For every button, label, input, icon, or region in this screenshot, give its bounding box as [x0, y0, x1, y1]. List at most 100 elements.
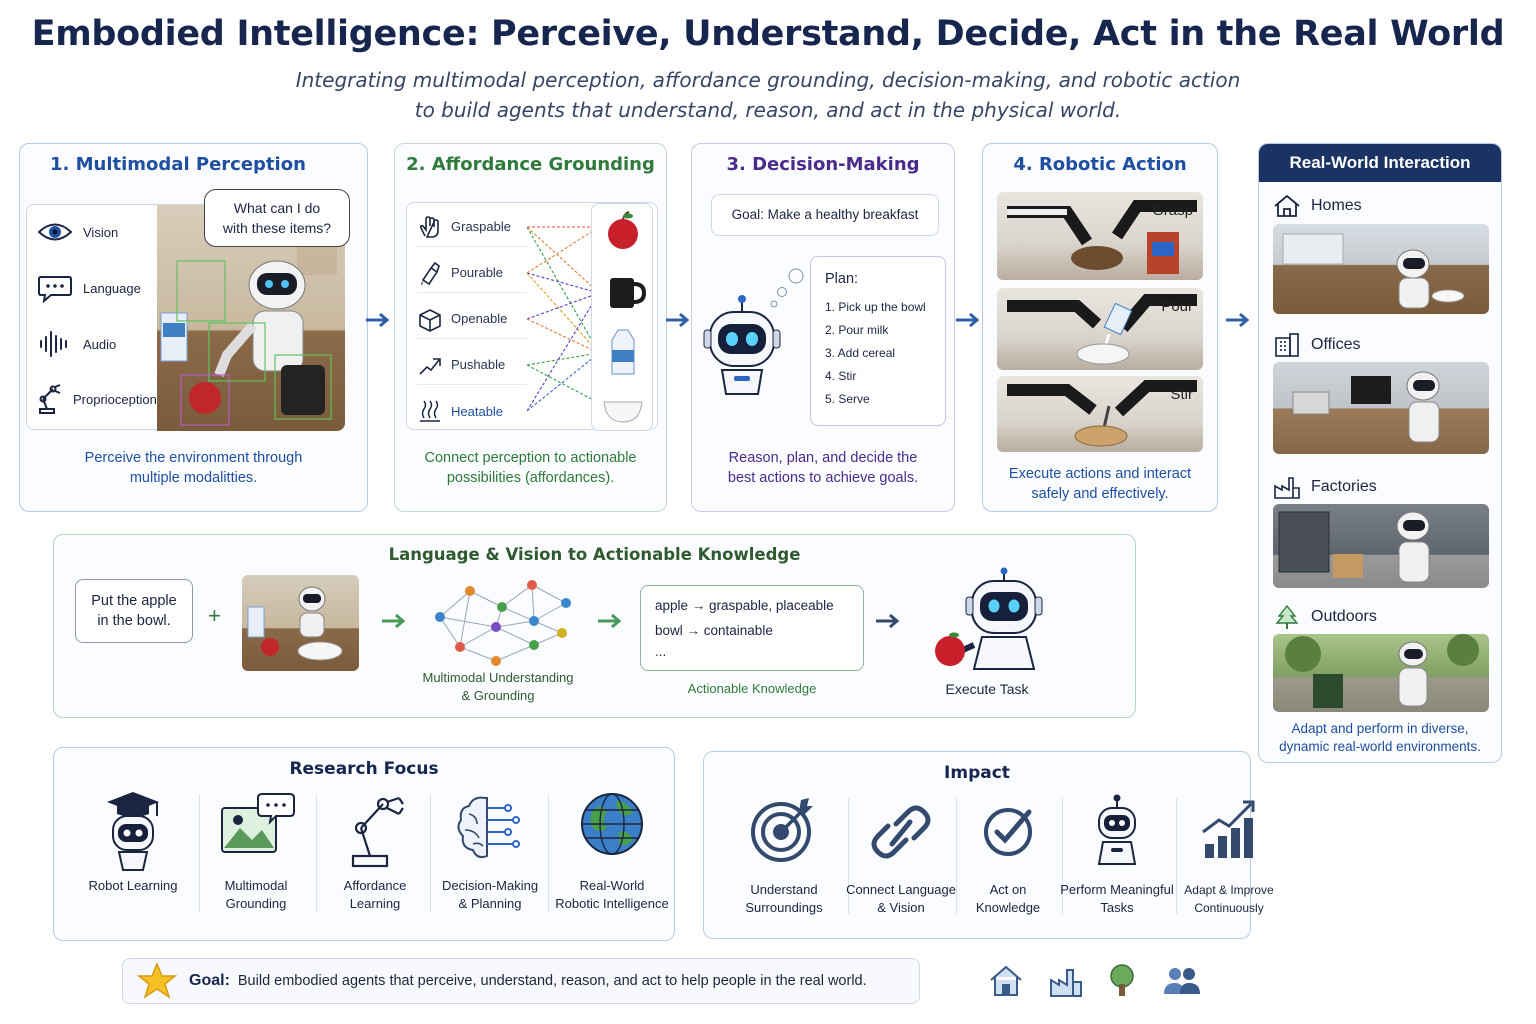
affordance-graspable: Graspable: [417, 207, 527, 247]
fact-line: apple → graspable, placeable: [655, 598, 834, 613]
people-icon: [1164, 968, 1200, 994]
green-flow-arrow: [598, 613, 622, 629]
modality-label: Language: [83, 280, 141, 296]
affordance-heatable: Heatable: [417, 391, 527, 431]
plan-step: 3. Add cereal: [825, 346, 896, 360]
apple-icon: [608, 211, 638, 249]
goal-label: Goal:: [189, 972, 230, 989]
robot-arm-grasp-illustration: [1007, 200, 1197, 274]
divider: [199, 794, 200, 912]
affordance-card: Graspable Pourable Openable Pushable Hea…: [406, 202, 658, 431]
goal-text: Build embodied agents that perceive, und…: [237, 973, 867, 989]
flow-arrow: [1226, 312, 1250, 328]
robot-icon: [1097, 794, 1137, 865]
star-icon: [137, 962, 177, 999]
action-step-label: Pour: [1161, 298, 1193, 315]
object-illustrations: [603, 211, 647, 423]
action-step-label: Grasp: [1152, 202, 1193, 219]
factory-icon: [1050, 969, 1082, 997]
research-item-decision-making: Decision-Making & Planning: [434, 788, 546, 913]
robot-arm-pour-illustration: [1007, 294, 1197, 365]
plus-sign: +: [208, 603, 221, 628]
growth-chart-icon: [1202, 800, 1255, 858]
impact-item-perform: Perform Meaningful Tasks: [1060, 792, 1174, 917]
instruction-scene-photo: [242, 575, 359, 671]
decision-panel: 3. Decision-Making Goal: Make a healthy …: [691, 143, 955, 512]
execute-label: Execute Task: [945, 681, 1029, 697]
research-panel: Research Focus Robot Learning Multimodal…: [53, 747, 675, 941]
divider: [1176, 798, 1177, 914]
decision-caption: Reason, plan, and decide the best action…: [727, 450, 919, 486]
real-world-caption: Adapt and perform in diverse, dynamic re…: [1279, 721, 1481, 754]
action-stir-image: Stir: [997, 376, 1203, 452]
modality-label: Audio: [83, 336, 117, 352]
research-item-affordance-learning: Affordance Learning: [320, 788, 430, 913]
speech-line: What can I do: [233, 200, 321, 216]
research-title: Research Focus: [289, 759, 439, 779]
graduation-robot-icon: [107, 792, 159, 871]
plan-step: 2. Pour milk: [825, 323, 889, 337]
place-outdoors: Outdoors: [1273, 604, 1377, 630]
divider: [430, 794, 431, 912]
research-item-multimodal-grounding: Multimodal Grounding: [204, 788, 308, 913]
impact-item-adapt: Adapt & Improve Continuously: [1178, 792, 1280, 917]
target-icon: [751, 798, 813, 862]
outdoor-robot-illustration: [1285, 634, 1479, 708]
impact-item-connect: Connect Language & Vision: [844, 792, 958, 917]
hand-icon: [419, 215, 439, 238]
action-grasp-image: Grasp: [997, 192, 1203, 280]
action-pour-image: Pour: [997, 288, 1203, 370]
knowledge-graph-icon: [435, 580, 571, 666]
object-column: [591, 203, 653, 431]
modality-label: Proprioception: [73, 391, 157, 407]
divider: [316, 794, 317, 912]
affordance-panel: 2. Affordance Grounding Graspable Pourab…: [394, 143, 667, 512]
box-icon: [419, 308, 441, 332]
modality-vision: Vision: [37, 219, 118, 245]
divider: [548, 794, 549, 912]
scene-robot-small-illustration: [247, 586, 343, 661]
heat-icon: [420, 400, 440, 422]
affordance-links: [527, 226, 599, 412]
real-world-title: Real-World Interaction: [1259, 144, 1501, 182]
brain-circuit-icon: [457, 796, 520, 859]
mug-icon: [610, 278, 647, 308]
modality-proprioception: Proprioception: [37, 383, 157, 415]
divider: [956, 798, 957, 914]
speech-bubble: What can I do with these items?: [204, 189, 350, 247]
image-chat-icon: [221, 793, 295, 853]
milk-carton-icon: [611, 329, 635, 375]
robot-arm-stir-illustration: [1007, 380, 1197, 447]
pour-icon: [421, 261, 440, 285]
home-robot-illustration: [1282, 233, 1465, 309]
divider: [848, 798, 849, 914]
place-homes: Homes: [1273, 194, 1362, 218]
page-title: Embodied Intelligence: Perceive, Underst…: [31, 14, 1505, 54]
place-offices: Offices: [1273, 332, 1361, 358]
action-caption: Execute actions and interact safely and …: [1008, 466, 1192, 502]
fact-line: bowl → containable: [655, 623, 773, 638]
flow-arrow: [366, 312, 390, 328]
knowledge-title: Language & Vision to Actionable Knowledg…: [388, 545, 801, 564]
facts-label: Actionable Knowledge: [687, 681, 817, 696]
subtitle-line-2: to build agents that understand, reason,…: [414, 98, 1122, 122]
flow-arrow: [956, 312, 980, 328]
perception-caption: Perceive the environment through multipl…: [84, 450, 303, 486]
affordance-caption: Connect perception to actionable possibi…: [424, 450, 637, 486]
plan-card: Plan: 1. Pick up the bowl 2. Pour milk 3…: [810, 256, 946, 426]
link-chain-icon: [871, 805, 931, 859]
office-building-icon: [1275, 333, 1299, 357]
perception-title: 1. Multimodal Perception: [50, 154, 306, 175]
perception-panel: 1. Multimodal Perception Vision Language…: [19, 143, 368, 512]
goal-box: Goal: Make a healthy breakfast: [711, 194, 939, 236]
impact-panel: Impact Understand Surroundings Connect L…: [703, 751, 1274, 939]
flow-arrow: [666, 312, 690, 328]
eye-icon: [37, 223, 73, 241]
plan-title: Plan:: [825, 271, 859, 287]
research-item-real-world-intelligence: Real-World Robotic Intelligence: [550, 788, 674, 913]
house-icon: [990, 965, 1022, 996]
affordance-pourable: Pourable: [417, 253, 527, 293]
thinking-robot-icon: [703, 268, 804, 395]
subtitle-line-1: Integrating multimodal perception, affor…: [295, 68, 1241, 92]
execute-robot-icon: [935, 567, 1043, 670]
